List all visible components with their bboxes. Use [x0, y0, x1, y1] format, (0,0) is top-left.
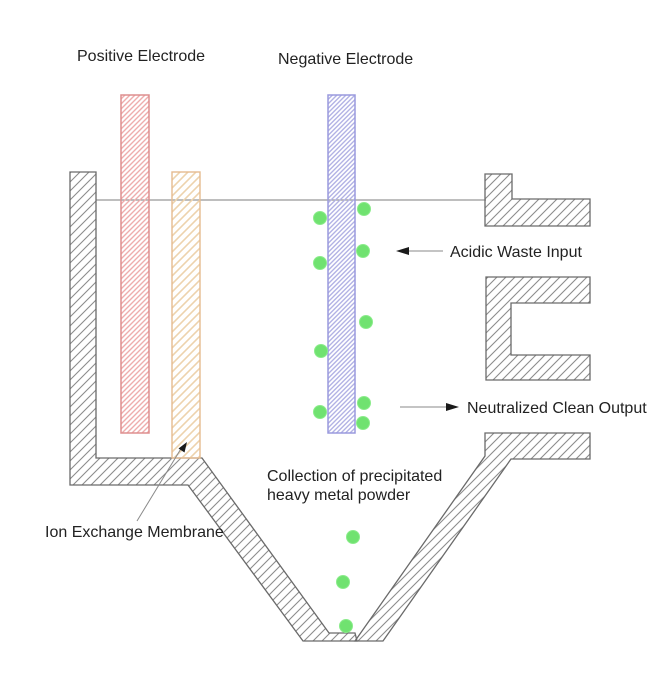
- heavy-metal-particle-dot: [357, 396, 371, 410]
- heavy-metal-particle-dot: [356, 244, 370, 258]
- membrane-leader-arrow: [136, 442, 187, 522]
- heavy-metal-particle-dot: [339, 619, 353, 633]
- clean-output-arrow: [400, 403, 459, 411]
- membrane-leader-arrowhead-icon: [178, 442, 187, 453]
- heavy-metal-particle-dot: [356, 416, 370, 430]
- heavy-metal-particle-dot: [313, 211, 327, 225]
- heavy-metal-particle-dot: [314, 344, 328, 358]
- acidic-waste-arrow: [396, 247, 443, 255]
- ion-exchange-membrane-label: Ion Exchange Membrane: [45, 524, 224, 541]
- heavy-metal-particle-dot: [313, 405, 327, 419]
- tank-left-wall-and-funnel: [69, 171, 358, 642]
- heavy-metal-particle-dot: [336, 575, 350, 589]
- heavy-metal-particle-dot: [357, 202, 371, 216]
- negative-electrode-label: Negative Electrode: [278, 51, 413, 68]
- heavy-metal-particle-dot: [359, 315, 373, 329]
- positive-electrode-label: Positive Electrode: [77, 48, 205, 65]
- tank-right-wall-and-funnel: [353, 432, 591, 642]
- heavy-metal-particle-dot: [346, 530, 360, 544]
- membrane-leader-line: [136, 446, 183, 522]
- acidic-waste-input-label: Acidic Waste Input: [450, 244, 582, 261]
- particles-layer: [313, 202, 373, 633]
- collection-label-line1: Collection of precipitated: [267, 468, 442, 485]
- tank-right-wall-top: [484, 173, 591, 227]
- collection-label-line2: heavy metal powder: [267, 487, 411, 504]
- negative-electrode-bar: [327, 94, 356, 434]
- ion-exchange-membrane-bar: [171, 171, 201, 459]
- positive-electrode-bar: [120, 94, 150, 434]
- heavy-metal-particle-dot: [313, 256, 327, 270]
- neutralized-clean-output-label: Neutralized Clean Output: [467, 400, 647, 417]
- clean-output-arrowhead-icon: [446, 403, 459, 411]
- tank-right-wall-channel: [485, 276, 591, 381]
- acidic-waste-arrowhead-icon: [396, 247, 409, 255]
